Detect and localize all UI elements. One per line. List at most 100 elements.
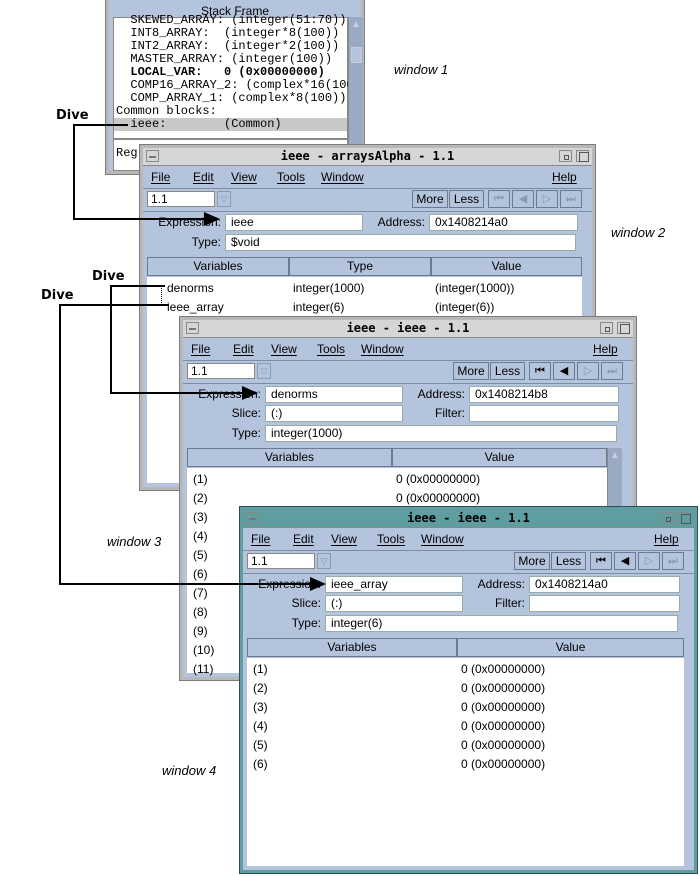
variable-name[interactable]: (1): [253, 662, 268, 676]
variable-name[interactable]: (5): [253, 738, 268, 752]
address-field[interactable]: 0x1408214a0: [529, 576, 680, 593]
maximize-icon[interactable]: [576, 150, 589, 162]
titlebar[interactable]: ieee - ieee - 1.1: [243, 510, 694, 528]
column-header-variables[interactable]: Variables: [147, 257, 289, 276]
titlebar[interactable]: ieee - ieee - 1.1: [183, 320, 633, 338]
variable-name[interactable]: (2): [253, 681, 268, 695]
column-header-value[interactable]: Value: [392, 448, 607, 467]
variable-name[interactable]: (10): [193, 643, 215, 657]
column-header-value[interactable]: Value: [457, 638, 684, 657]
variable-name[interactable]: (3): [253, 700, 268, 714]
menu-edit[interactable]: Edit: [233, 342, 254, 356]
variable-name[interactable]: (9): [193, 624, 208, 638]
variable-name[interactable]: (11): [193, 662, 214, 676]
slice-field[interactable]: (:): [325, 595, 463, 612]
nav-next-icon[interactable]: ▷: [577, 362, 599, 380]
menu-edit[interactable]: Edit: [193, 170, 214, 184]
variable-name[interactable]: (4): [253, 719, 268, 733]
filter-field[interactable]: [529, 595, 680, 612]
stack-item[interactable]: MASTER_ARRAY: (integer(100)): [116, 52, 333, 66]
menu-view[interactable]: View: [231, 170, 257, 184]
menu-tools[interactable]: Tools: [317, 342, 346, 356]
menu-edit[interactable]: Edit: [293, 532, 314, 546]
minimize-icon[interactable]: [661, 512, 674, 524]
scroll-thumb[interactable]: [351, 47, 362, 63]
menu-tools[interactable]: Tools: [377, 532, 406, 546]
menu-help[interactable]: Help: [552, 170, 577, 184]
thread-dropdown-icon[interactable]: ▽: [257, 363, 271, 379]
type-field[interactable]: integer(1000): [265, 425, 617, 442]
slice-field[interactable]: (:): [265, 405, 403, 422]
address-field[interactable]: 0x1408214b8: [469, 386, 619, 403]
more-button[interactable]: More: [412, 190, 448, 208]
minimize-icon[interactable]: [559, 150, 572, 162]
stack-frame-list[interactable]: SKEWED_ARRAY: (integer(51:70)) INT8_ARRA…: [113, 13, 354, 139]
nav-first-icon[interactable]: ⏮: [488, 190, 510, 208]
less-button[interactable]: Less: [551, 552, 586, 570]
variable-name[interactable]: (1): [193, 472, 208, 486]
expression-field[interactable]: denorms: [265, 386, 403, 403]
variable-name[interactable]: (8): [193, 605, 208, 619]
stack-item[interactable]: LOCAL_VAR: 0 (0x00000000): [116, 65, 325, 79]
window-menu-icon[interactable]: [246, 512, 259, 524]
more-button[interactable]: More: [514, 552, 550, 570]
column-header-variables[interactable]: Variables: [187, 448, 392, 467]
menu-view[interactable]: View: [331, 532, 357, 546]
menu-file[interactable]: File: [191, 342, 211, 356]
variable-name[interactable]: (4): [193, 529, 208, 543]
nav-prev-icon[interactable]: ◀: [553, 362, 575, 380]
maximize-icon[interactable]: [617, 322, 630, 334]
column-header-value[interactable]: Value: [431, 257, 582, 276]
stack-item[interactable]: COMP_ARRAY_1: (complex*8(100)): [116, 91, 347, 105]
menu-window[interactable]: Window: [321, 170, 364, 184]
window-menu-icon[interactable]: [146, 150, 159, 162]
variable-name[interactable]: ieee_array: [167, 300, 224, 314]
nav-next-icon[interactable]: ▷: [536, 190, 558, 208]
thread-dropdown-icon[interactable]: ▽: [317, 553, 331, 569]
nav-first-icon[interactable]: ⏮: [529, 362, 551, 380]
variable-name[interactable]: (7): [193, 586, 208, 600]
menu-view[interactable]: View: [271, 342, 297, 356]
scroll-up-arrow-icon[interactable]: ▲: [351, 19, 361, 30]
stack-item[interactable]: INT8_ARRAY: (integer*8(100)): [116, 26, 340, 40]
column-header-variables[interactable]: Variables: [247, 638, 457, 657]
less-button[interactable]: Less: [490, 362, 525, 380]
nav-first-icon[interactable]: ⏮: [590, 552, 612, 570]
address-field[interactable]: 0x1408214a0: [429, 214, 578, 231]
stack-item[interactable]: INT2_ARRAY: (integer*2(100)): [116, 39, 340, 53]
expression-field[interactable]: ieee_array: [325, 576, 463, 593]
nav-last-icon[interactable]: ⏭: [601, 362, 623, 380]
variable-name[interactable]: (6): [193, 567, 208, 581]
variables-list[interactable]: (1)0 (0x00000000)(2)0 (0x00000000)(3)0 (…: [247, 658, 684, 866]
menu-help[interactable]: Help: [654, 532, 679, 546]
nav-last-icon[interactable]: ⏭: [662, 552, 684, 570]
menu-help[interactable]: Help: [593, 342, 618, 356]
thread-dropdown-icon[interactable]: ▽: [217, 191, 231, 207]
menu-window[interactable]: Window: [361, 342, 404, 356]
menu-tools[interactable]: Tools: [277, 170, 306, 184]
filter-field[interactable]: [469, 405, 619, 422]
variable-name[interactable]: (5): [193, 548, 208, 562]
scroll-up-arrow-icon[interactable]: ▲: [610, 450, 620, 461]
nav-last-icon[interactable]: ⏭: [560, 190, 582, 208]
type-field[interactable]: $void: [225, 234, 576, 251]
thread-field[interactable]: 1.1: [247, 553, 315, 569]
column-header-type[interactable]: Type: [289, 257, 431, 276]
window-menu-icon[interactable]: [186, 322, 199, 334]
thread-field[interactable]: 1.1: [187, 363, 255, 379]
stack-item[interactable]: COMP16_ARRAY_2: (complex*16(100: [116, 78, 354, 92]
stack-item[interactable]: SKEWED_ARRAY: (integer(51:70)): [116, 13, 347, 27]
stack-frame-scrollbar[interactable]: ▲: [348, 17, 363, 167]
type-field[interactable]: integer(6): [325, 615, 678, 632]
minimize-icon[interactable]: [600, 322, 613, 334]
thread-field[interactable]: 1.1: [147, 191, 215, 207]
nav-prev-icon[interactable]: ◀: [614, 552, 636, 570]
titlebar[interactable]: ieee - arraysAlpha - 1.1: [143, 148, 592, 166]
stack-item[interactable]: Common blocks:: [116, 104, 217, 118]
menu-file[interactable]: File: [151, 170, 171, 184]
variable-name[interactable]: (3): [193, 510, 208, 524]
nav-prev-icon[interactable]: ◀: [512, 190, 534, 208]
menu-file[interactable]: File: [251, 532, 271, 546]
variable-name[interactable]: (6): [253, 757, 268, 771]
more-button[interactable]: More: [453, 362, 489, 380]
